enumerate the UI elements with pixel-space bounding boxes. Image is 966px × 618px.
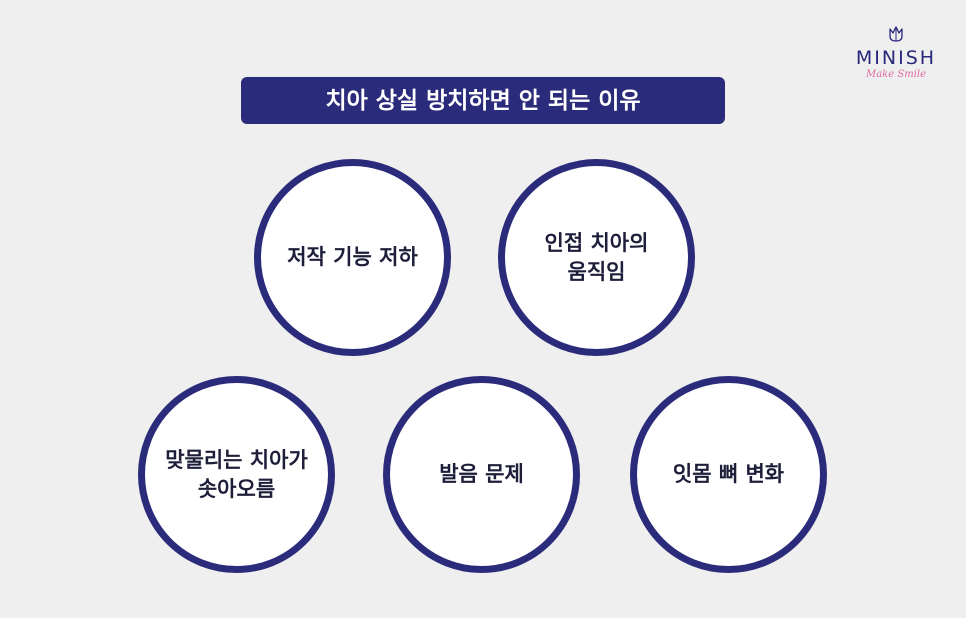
reason-label: 잇몸 뼈 변화 <box>672 462 785 486</box>
reason-label: 인접 치아의 움직임 <box>544 230 649 284</box>
reason-circle-pronunciation: 발음 문제 <box>383 376 580 573</box>
reason-circle-opposing-teeth: 맞물리는 치아가 솟아오름 <box>138 376 335 573</box>
reason-circle-adjacent-teeth: 인접 치아의 움직임 <box>498 159 695 356</box>
reason-label: 맞물리는 치아가 솟아오름 <box>165 447 308 501</box>
page-title: 치아 상실 방치하면 안 되는 이유 <box>325 87 641 114</box>
reason-circle-chewing: 저작 기능 저하 <box>254 159 451 356</box>
title-banner: 치아 상실 방치하면 안 되는 이유 <box>241 77 725 124</box>
reason-label: 저작 기능 저하 <box>287 245 418 269</box>
logo-wordmark: MINISH <box>855 47 937 69</box>
logo-tagline: Make Smile <box>865 69 926 80</box>
reason-circle-gum-bone: 잇몸 뼈 변화 <box>630 376 827 573</box>
reason-label: 발음 문제 <box>439 462 524 486</box>
tulip-icon <box>889 26 903 42</box>
minish-logo: MINISH Make Smile <box>848 24 944 86</box>
